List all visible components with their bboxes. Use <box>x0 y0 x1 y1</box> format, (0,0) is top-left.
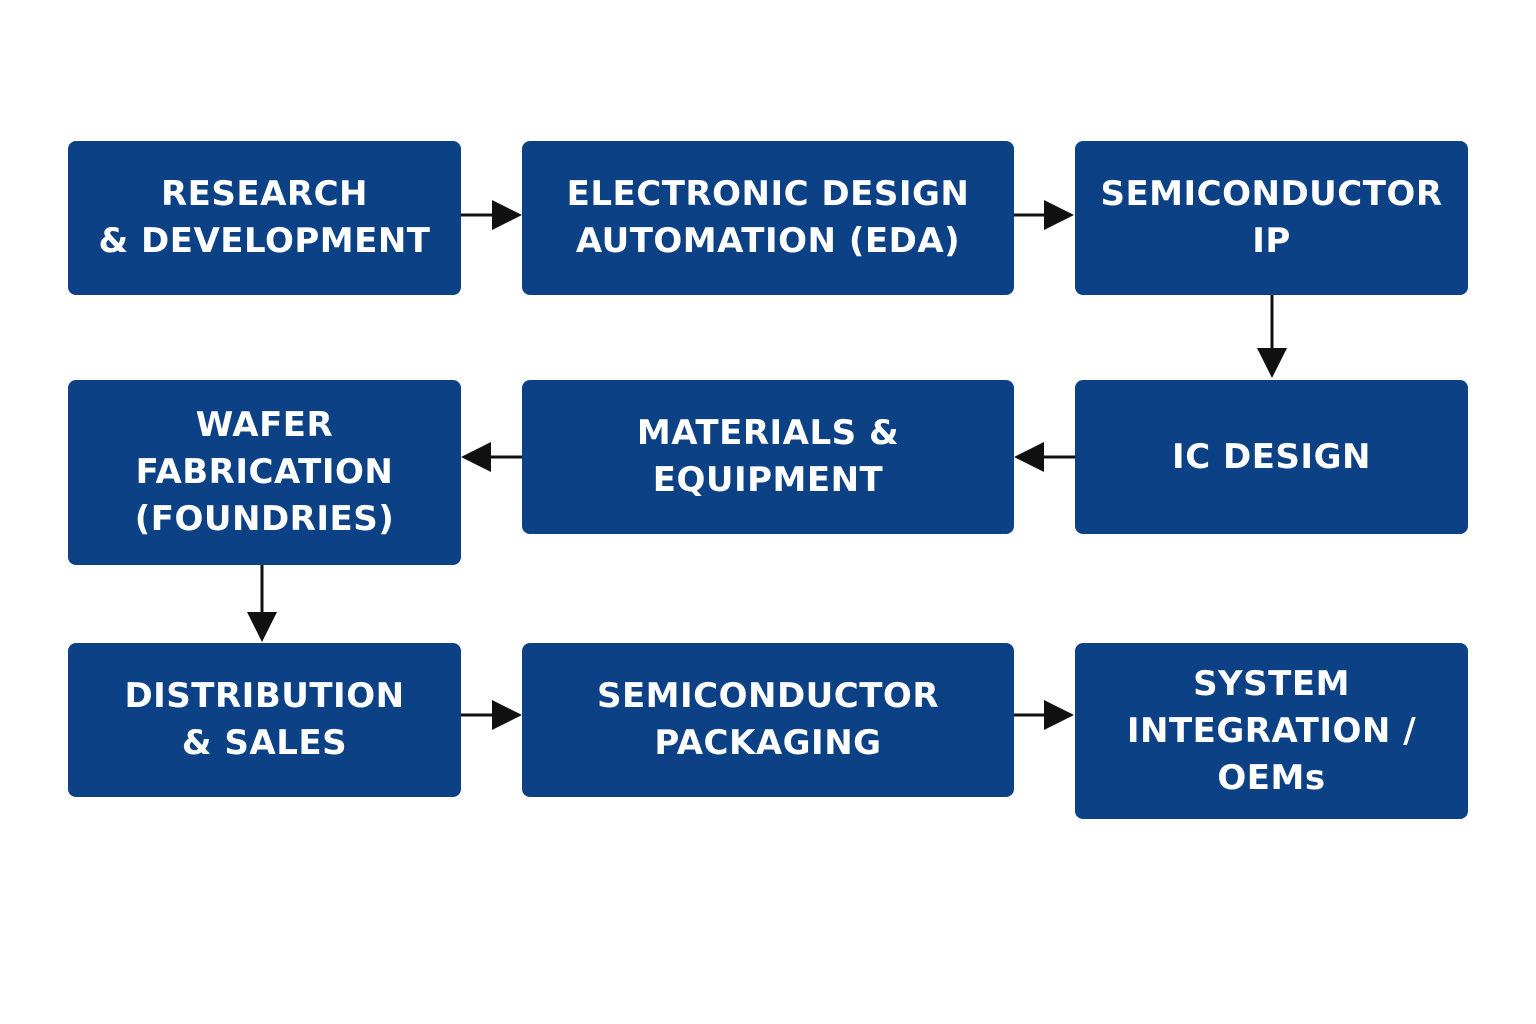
node-label: ELECTRONIC DESIGN AUTOMATION (EDA) <box>566 174 970 261</box>
node-label: MATERIALS & EQUIPMENT <box>636 413 900 500</box>
node-semiconductor-ip: SEMICONDUCTOR IP <box>1075 141 1468 295</box>
node-electronic-design-automation: ELECTRONIC DESIGN AUTOMATION (EDA) <box>522 141 1014 295</box>
node-ic-design: IC DESIGN <box>1075 380 1468 534</box>
node-system-integration-oems: SYSTEM INTEGRATION / OEMs <box>1075 643 1468 819</box>
node-label: SEMICONDUCTOR PACKAGING <box>596 676 940 763</box>
node-label: IC DESIGN <box>1172 436 1371 477</box>
node-label: RESEARCH & DEVELOPMENT <box>98 174 431 261</box>
node-research-development: RESEARCH & DEVELOPMENT <box>68 141 461 295</box>
node-label: WAFER FABRICATION (FOUNDRIES) <box>134 405 395 539</box>
node-distribution-sales: DISTRIBUTION & SALES <box>68 643 461 797</box>
node-label: SEMICONDUCTOR IP <box>1100 174 1443 261</box>
node-semiconductor-packaging: SEMICONDUCTOR PACKAGING <box>522 643 1014 797</box>
node-wafer-fabrication: WAFER FABRICATION (FOUNDRIES) <box>68 380 461 565</box>
node-materials-equipment: MATERIALS & EQUIPMENT <box>522 380 1014 534</box>
node-label: DISTRIBUTION & SALES <box>124 676 405 763</box>
node-label: SYSTEM INTEGRATION / OEMs <box>1126 663 1417 798</box>
